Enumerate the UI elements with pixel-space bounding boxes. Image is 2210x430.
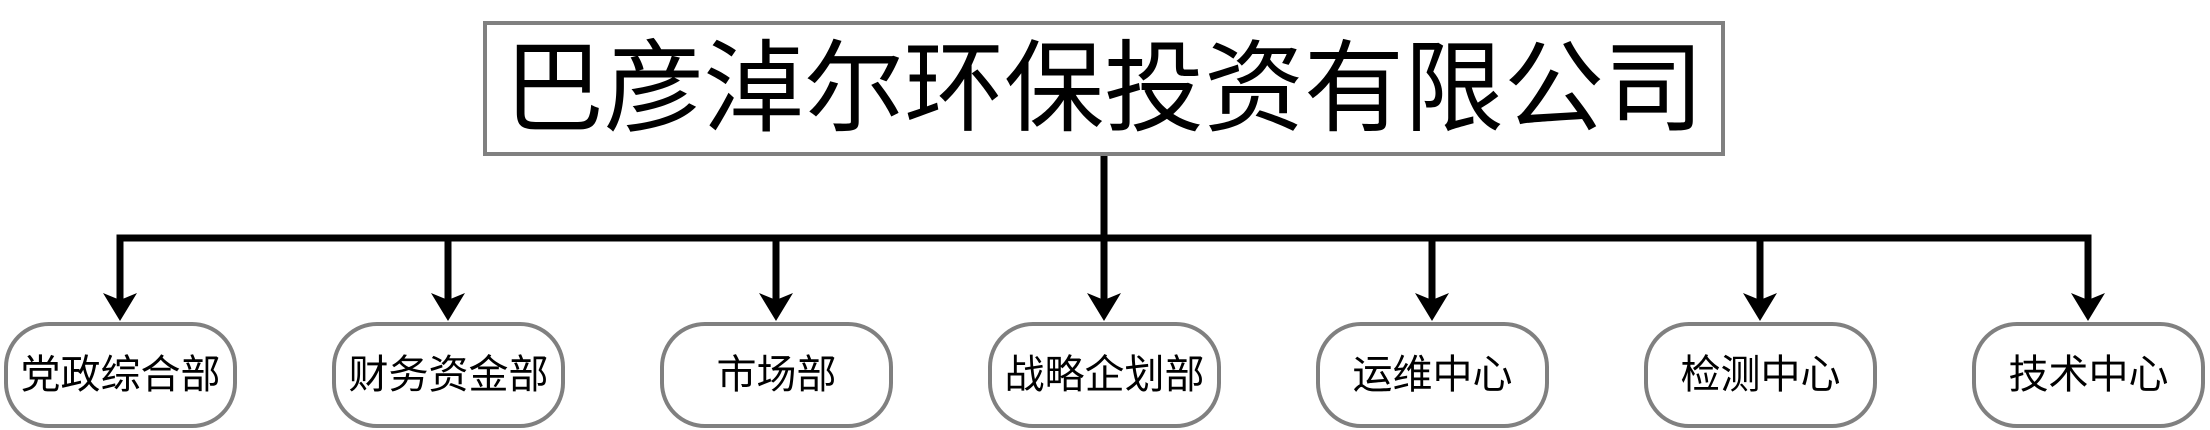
arrowhead-icon bbox=[103, 293, 137, 321]
root-node-label: 巴彦淖尔环保投资有限公司 bbox=[504, 32, 1704, 145]
dept-node-label: 市场部 bbox=[716, 353, 837, 397]
dept-node-marketing: 市场部 bbox=[660, 322, 893, 428]
dept-node-label: 技术中心 bbox=[2008, 353, 2169, 397]
connector-group bbox=[116, 154, 2092, 302]
arrowhead-icon bbox=[1087, 293, 1121, 321]
arrowhead-icon bbox=[431, 293, 465, 321]
dept-node-strategy: 战略企划部 bbox=[988, 322, 1221, 428]
dept-node-label: 运维中心 bbox=[1352, 353, 1513, 397]
arrowheads bbox=[103, 293, 2105, 321]
dept-node-finance: 财务资金部 bbox=[332, 322, 565, 428]
dept-node-label: 战略企划部 bbox=[1004, 353, 1205, 397]
dept-node-operations: 运维中心 bbox=[1316, 322, 1549, 428]
arrowhead-icon bbox=[1743, 293, 1777, 321]
arrowhead-icon bbox=[1415, 293, 1449, 321]
dept-node-label: 财务资金部 bbox=[348, 353, 549, 397]
root-node: 巴彦淖尔环保投资有限公司 bbox=[483, 21, 1725, 156]
dept-node-testing: 检测中心 bbox=[1644, 322, 1877, 428]
dept-node-technology: 技术中心 bbox=[1972, 322, 2205, 428]
arrowhead-icon bbox=[759, 293, 793, 321]
arrowhead-icon bbox=[2071, 293, 2105, 321]
dept-node-party-admin: 党政综合部 bbox=[4, 322, 237, 428]
dept-node-label: 党政综合部 bbox=[20, 353, 221, 397]
dept-node-label: 检测中心 bbox=[1680, 353, 1841, 397]
